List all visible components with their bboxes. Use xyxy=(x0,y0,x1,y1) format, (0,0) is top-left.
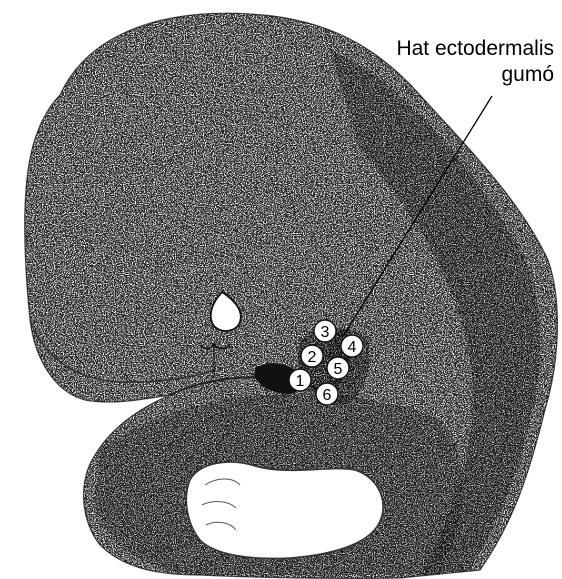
hillock-number-3: 3 xyxy=(321,324,330,341)
hillock-number-4: 4 xyxy=(348,339,357,356)
limb-bud xyxy=(186,462,383,558)
hillock-number-6: 6 xyxy=(323,387,332,404)
callout-line-1: Hat ectodermalis xyxy=(324,36,554,62)
callout-line-2: gumó xyxy=(324,62,554,88)
hillock-number-5: 5 xyxy=(334,361,343,378)
callout-label: Hat ectodermalis gumó xyxy=(324,36,554,88)
hillock-number-2: 2 xyxy=(308,349,317,366)
hillock-number-1: 1 xyxy=(296,373,305,390)
